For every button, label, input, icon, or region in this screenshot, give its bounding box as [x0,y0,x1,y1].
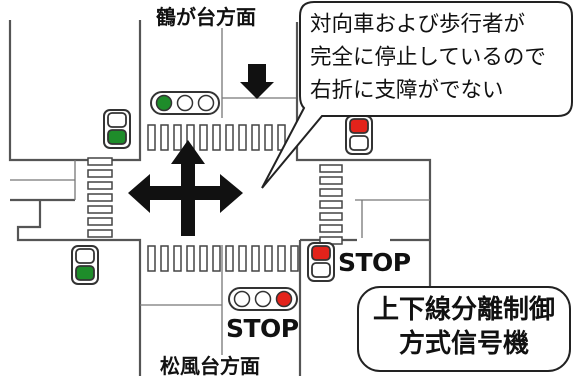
north-direction-label: 鶴が台方面 [152,6,260,28]
title-box-frame [357,286,571,372]
title-line-1: 上下線分離制御 [372,295,555,325]
crosswalk-east [319,164,343,245]
crosswalk-north [147,124,286,151]
ped-signal-ne [345,115,373,155]
title-line-2: 方式信号機 [398,329,529,359]
callout-bubble [261,1,573,189]
lane-lines [10,20,430,376]
vehicle-signal-south [228,287,298,311]
ped-signal-se [307,242,335,282]
turn-arrows [128,140,243,236]
callout-text: 対向車および歩行者が 完全に停止しているので 右折に支障がでない [300,2,572,116]
crosswalk-south [147,245,299,272]
callout-line-1: 対向車および歩行者が [310,12,526,37]
vehicle-signal-north [150,91,220,115]
title-box-text: 上下線分離制御 方式信号機 [358,287,570,371]
straight-down-arrow [240,64,274,99]
ped-signal-nw [103,109,131,149]
crosswalk-west [87,157,113,238]
callout-line-3: 右折に支障がでない [310,78,504,103]
stop-label-bottom: STOP [226,314,299,343]
callout-line-2: 完全に停止しているので [310,45,546,70]
ped-signal-sw [71,245,99,285]
stop-label-right: STOP [338,248,411,277]
south-direction-label: 松風台方面 [156,355,264,377]
